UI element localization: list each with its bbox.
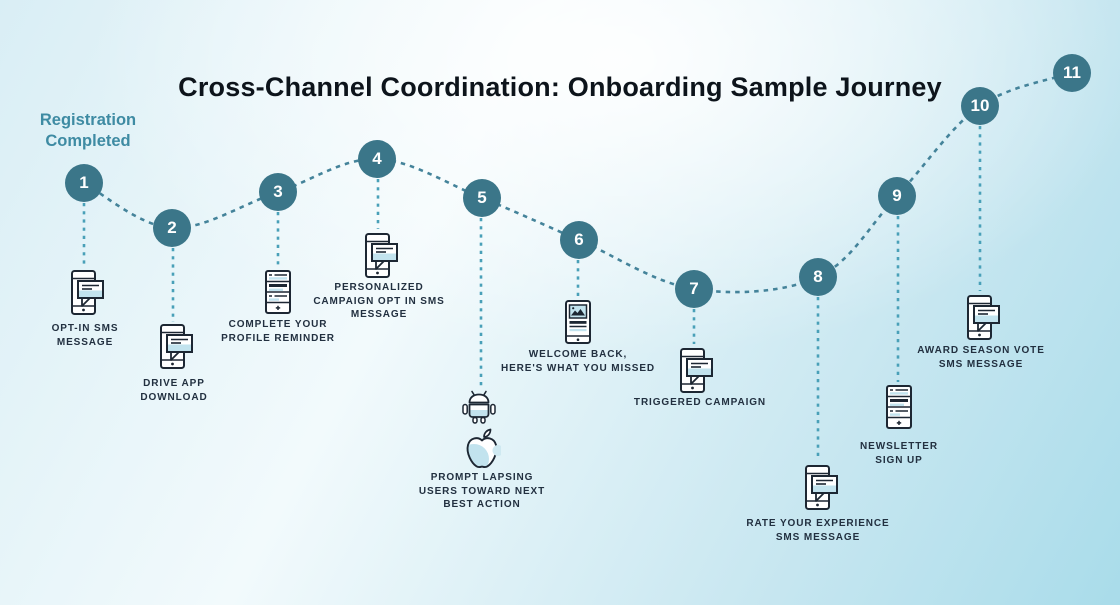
start-label-line1: Registration [39, 111, 137, 129]
step-node-6: 6 [560, 221, 598, 259]
step-label-line: HERE'S WHAT YOU MISSED [500, 362, 656, 374]
step-number: 3 [273, 182, 283, 201]
form-icon [886, 385, 912, 429]
phone-sms-icon [961, 294, 1001, 342]
step-node-4: 4 [358, 140, 396, 178]
step-node-7: 7 [675, 270, 713, 308]
phone-sms-icon [359, 232, 399, 280]
step-label-line: USERS TOWARD NEXT [418, 485, 546, 497]
android-icon [461, 390, 497, 424]
step-label-line: SMS MESSAGE [775, 531, 861, 543]
step-number: 9 [892, 186, 902, 205]
step-label-line: PERSONALIZED [334, 282, 424, 293]
phone-sms-icon [799, 464, 839, 512]
step-label-7: TRIGGERED CAMPAIGN [634, 396, 766, 410]
step-label-8: RATE YOUR EXPERIENCE SMS MESSAGE [746, 517, 889, 544]
step-number: 5 [477, 188, 487, 207]
step-label-line: TRIGGERED CAMPAIGN [633, 397, 767, 408]
step-node-3: 3 [259, 173, 297, 211]
start-label: Registration Completed [10, 110, 166, 152]
step-node-2: 2 [153, 209, 191, 247]
step-number: 4 [372, 149, 382, 168]
start-label-line2: Completed [45, 132, 131, 150]
step-label-1: OPT-IN SMS MESSAGE [52, 322, 119, 349]
page-title: Cross-Channel Coordination: Onboarding S… [178, 72, 942, 103]
step-label-3: COMPLETE YOUR PROFILE REMINDER [221, 318, 335, 345]
phone-sms-icon [674, 347, 714, 395]
step-number: 2 [167, 218, 177, 237]
phone-sms-icon [154, 323, 194, 371]
step-label-line: PROFILE REMINDER [221, 332, 335, 344]
step-label-line: COMPLETE YOUR [228, 319, 328, 330]
step-number: 11 [1063, 63, 1081, 82]
step-label-line: DOWNLOAD [140, 391, 208, 403]
phone-sms-icon [65, 269, 105, 317]
step-label-10: AWARD SEASON VOTE SMS MESSAGE [917, 344, 1045, 371]
step-node-1: 1 [65, 164, 103, 202]
step-label-5: PROMPT LAPSING USERS TOWARD NEXT BEST ACTI… [419, 471, 545, 512]
step-label-line: CAMPAIGN OPT IN SMS [313, 295, 445, 307]
step-node-8: 8 [799, 258, 837, 296]
journey-curve [83, 71, 1073, 294]
form-icon [265, 270, 291, 314]
step-label-line: AWARD SEASON VOTE [917, 345, 1045, 356]
step-label-4: PERSONALIZED CAMPAIGN OPT IN SMS MESSAGE [313, 281, 444, 322]
step-node-11: 11 [1053, 54, 1091, 92]
step-label-line: RATE YOUR EXPERIENCE [746, 518, 890, 529]
step-label-line: BEST ACTION [443, 499, 521, 510]
step-node-10: 10 [961, 87, 999, 125]
step-label-9: NEWSLETTER SIGN UP [860, 440, 938, 467]
step-number: 7 [689, 279, 699, 298]
phone-image-icon [565, 300, 591, 344]
step-label-6: WELCOME BACK, HERE'S WHAT YOU MISSED [501, 348, 655, 375]
step-label-line: WELCOME BACK, [528, 349, 628, 360]
step-number: 1 [79, 173, 89, 192]
step-label-line: PROMPT LAPSING [430, 472, 534, 483]
step-node-5: 5 [463, 179, 501, 217]
step-label-line: NEWSLETTER [860, 441, 938, 452]
step-number: 8 [813, 267, 823, 286]
step-number: 10 [970, 96, 990, 115]
apple-icon [463, 428, 504, 470]
step-label-line: SIGN UP [875, 454, 923, 466]
step-label-2: DRIVE APP DOWNLOAD [140, 377, 207, 404]
step-label-line: SMS MESSAGE [938, 358, 1024, 370]
step-number: 6 [574, 230, 584, 249]
step-label-line: DRIVE APP [143, 378, 205, 389]
step-node-9: 9 [878, 177, 916, 215]
step-label-line: MESSAGE [56, 336, 114, 348]
step-label-line: OPT-IN SMS [51, 323, 119, 334]
step-label-line: MESSAGE [350, 309, 408, 320]
